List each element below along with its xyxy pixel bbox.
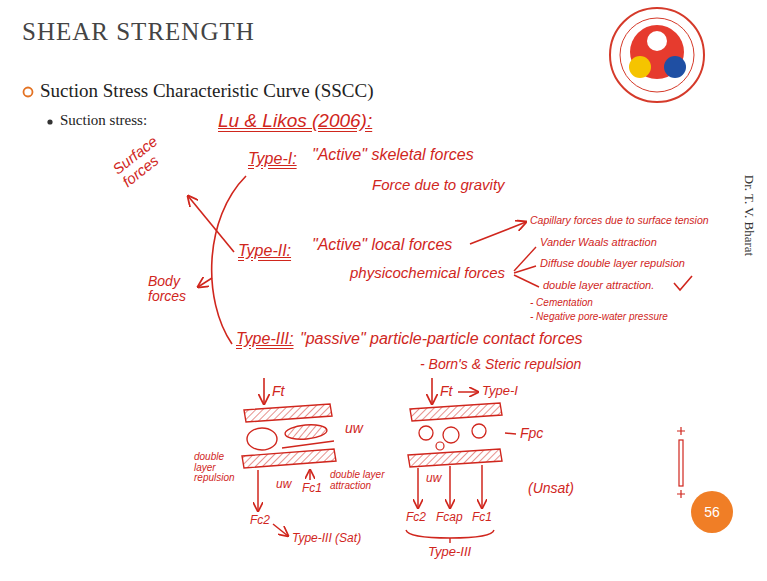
handwritten-note: Capillary forces due to surface tension — [530, 214, 709, 226]
handwritten-note: "Active" local forces — [312, 236, 452, 254]
handwritten-note: (Unsat) — [528, 480, 574, 496]
handwritten-note: Type-I: — [248, 150, 297, 168]
handwritten-note: Fpc — [520, 425, 543, 441]
clay-plate — [242, 449, 336, 468]
soil-particle — [247, 428, 277, 450]
handwritten-note: Fcap — [436, 511, 463, 525]
handwritten-note: Fc2 — [406, 511, 426, 525]
bullet-text: Suction stress: — [60, 112, 147, 129]
handwritten-note: - Cementation — [530, 297, 593, 309]
handwritten-note: uw — [276, 478, 291, 492]
logo-ring — [610, 8, 704, 102]
capillary-arrow — [470, 222, 526, 244]
handwritten-note: Surface forces — [110, 122, 185, 190]
load-arrow — [431, 378, 433, 404]
handwritten-note: Ft — [440, 383, 452, 399]
fan-line — [514, 266, 536, 273]
page-number-circle: 56 — [690, 490, 734, 534]
fan-line — [514, 275, 539, 287]
water-meniscus — [419, 426, 433, 440]
force-arrow — [481, 465, 483, 508]
water-meniscus — [443, 427, 459, 443]
author-name: Dr. T. V. Bharat — [742, 174, 757, 255]
leader-arrow — [458, 391, 478, 393]
grouping-bracket — [212, 176, 246, 344]
handwritten-note: Type-II: — [238, 242, 291, 260]
handwritten-note: double layer repulsion — [194, 452, 240, 484]
handwritten-note: Ft — [272, 383, 284, 399]
tick-mark — [674, 276, 692, 290]
water-meniscus — [472, 424, 486, 438]
clay-plate — [284, 423, 327, 441]
body-forces-arrow — [198, 278, 212, 287]
handwritten-note: double layer attraction — [330, 470, 390, 491]
logo-white-disc — [647, 31, 667, 51]
handwritten-note: - Negative pore-water pressure — [530, 311, 668, 323]
handwritten-note: double layer attraction. — [543, 279, 654, 292]
handwritten-note: Body forces — [148, 274, 194, 303]
handwritten-note: - Born's & Steric repulsion — [420, 356, 581, 372]
logo-inner-ring — [620, 18, 694, 92]
leader-line — [505, 433, 516, 434]
water-meniscus — [436, 442, 444, 450]
handwritten-note: "Active" skeletal forces — [312, 146, 474, 164]
clay-plate — [244, 404, 332, 422]
handwritten-note: Fc1 — [472, 511, 492, 525]
handwritten-note: uw — [345, 420, 363, 436]
force-arrow — [417, 468, 419, 508]
handwritten-note: uw — [426, 472, 441, 486]
handwritten-note: Lu & Likos (2006): — [218, 110, 372, 132]
handwritten-note: physicochemical forces — [350, 264, 505, 281]
handwritten-note: Type-III (Sat) — [292, 532, 361, 546]
logo-yellow-disc — [629, 56, 651, 78]
circle-shape — [691, 491, 733, 533]
handwritten-note: Diffuse double layer repulsion — [540, 257, 685, 270]
handwritten-note: Fc1 — [302, 482, 322, 496]
plate-edge — [282, 441, 334, 448]
handwritten-note: Vander Waals attraction — [540, 236, 657, 249]
handwritten-note: "passive" particle-particle contact forc… — [300, 330, 583, 348]
handwritten-note: Fc2 — [250, 514, 270, 528]
clay-plate — [410, 403, 502, 421]
logo-blue-disc — [664, 56, 686, 78]
handwritten-note: Force due to gravity — [372, 176, 505, 193]
handwritten-note: Type-III: — [236, 330, 294, 348]
handwritten-note: Type-I — [482, 384, 518, 399]
brace — [406, 530, 494, 543]
slide-title: SHEAR STRENGTH — [22, 18, 255, 47]
bullet-dot — [47, 119, 52, 124]
force-arrow — [309, 470, 311, 480]
bullet-ring — [24, 88, 33, 97]
clay-plate — [408, 449, 502, 467]
leader-arrow — [273, 524, 288, 536]
column-sketch — [679, 440, 683, 486]
bullet-text: Suction Stress Characteristic Curve (SSC… — [40, 80, 374, 102]
surface-forces-arrow — [188, 196, 234, 252]
page-number: 56 — [704, 504, 720, 520]
handwritten-note: Type-III — [428, 545, 471, 560]
load-arrow — [263, 378, 265, 404]
force-arrow — [257, 470, 259, 511]
force-arrow — [449, 466, 451, 508]
plus-marks — [677, 427, 685, 498]
